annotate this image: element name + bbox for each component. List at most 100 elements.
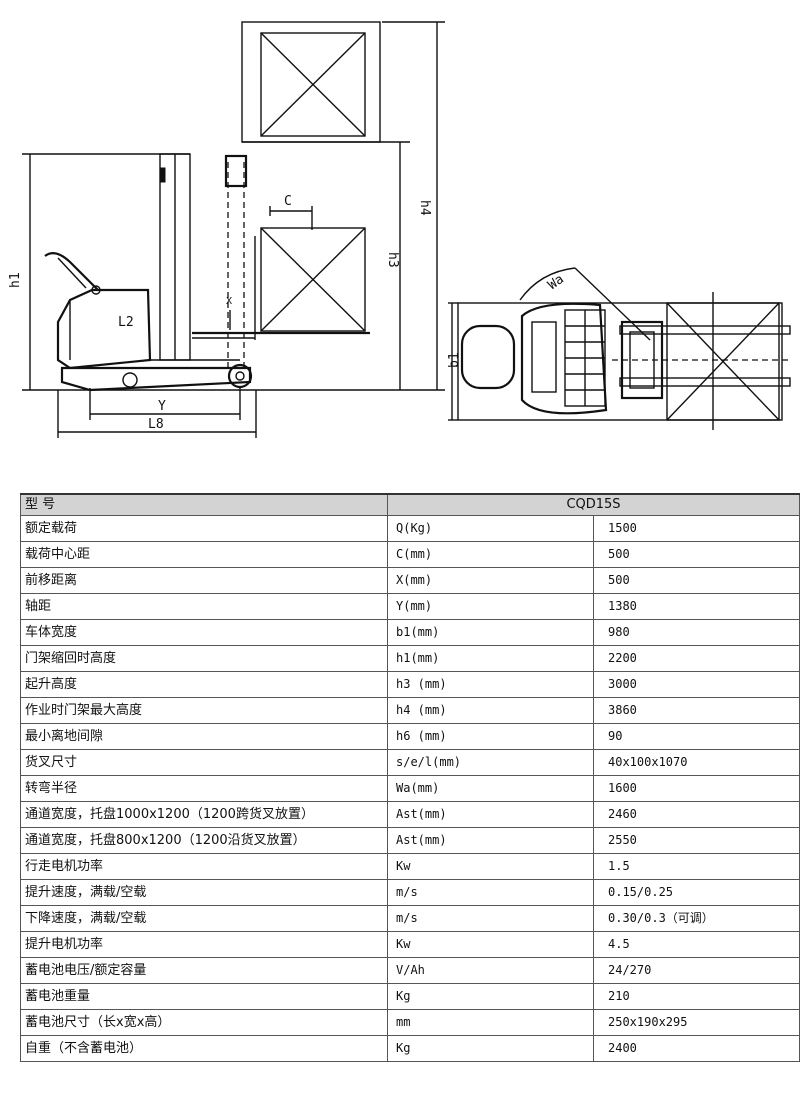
row-value: 2400 [593, 1035, 800, 1062]
row-unit: Kw [387, 931, 594, 958]
row-name: 提升速度，满载/空载 [20, 879, 388, 906]
row-name: 货叉尺寸 [20, 749, 388, 776]
row-value: 4.5 [593, 931, 800, 958]
row-unit: C(mm) [387, 541, 594, 568]
row-value: 3860 [593, 697, 800, 724]
row-name: 门架缩回时高度 [20, 645, 388, 672]
row-unit: Ast(mm) [387, 801, 594, 828]
label-c: C [284, 194, 292, 209]
top-view: b1 Wa [447, 267, 791, 430]
row-value: 1380 [593, 593, 800, 620]
row-name: 提升电机功率 [20, 931, 388, 958]
row-value: 3000 [593, 671, 800, 698]
row-unit: h4 (mm) [387, 697, 594, 724]
side-view: C h4 h3 h1 X L2 [8, 21, 445, 438]
row-value: 24/270 [593, 957, 800, 984]
row-value: 1600 [593, 775, 800, 802]
row-unit: Y(mm) [387, 593, 594, 620]
label-h4: h4 [417, 200, 432, 216]
row-unit: Wa(mm) [387, 775, 594, 802]
row-unit: h1(mm) [387, 645, 594, 672]
row-name: 轴距 [20, 593, 388, 620]
row-unit: h3 (mm) [387, 671, 594, 698]
row-value: 2200 [593, 645, 800, 672]
row-unit: h6 (mm) [387, 723, 594, 750]
row-name: 转弯半径 [20, 775, 388, 802]
row-name: 自重（不含蓄电池） [20, 1035, 388, 1062]
row-unit: Ast(mm) [387, 827, 594, 854]
row-unit: b1(mm) [387, 619, 594, 646]
row-value: 0.30/0.3（可调） [593, 905, 800, 932]
row-unit: m/s [387, 905, 594, 932]
row-name: 蓄电池尺寸（长x宽x高） [20, 1009, 388, 1036]
label-h3: h3 [385, 252, 400, 268]
row-value: 980 [593, 619, 800, 646]
row-value: 500 [593, 567, 800, 594]
label-b1: b1 [447, 352, 462, 368]
row-unit: Kg [387, 983, 594, 1010]
table-header-row: 型 号 CQD15S [20, 493, 800, 516]
row-value: 1500 [593, 515, 800, 542]
table-row: 通道宽度，托盘1000x1200（1200跨货叉放置）Ast(mm)2460 [20, 801, 800, 828]
row-name: 前移距离 [20, 567, 388, 594]
technical-drawing: C h4 h3 h1 X L2 [8, 21, 791, 438]
label-x: X [226, 296, 232, 307]
row-name: 起升高度 [20, 671, 388, 698]
label-wa: Wa [545, 272, 566, 293]
row-name: 最小离地间隙 [20, 723, 388, 750]
table-row: 通道宽度，托盘800x1200（1200沿货叉放置）Ast(mm)2550 [20, 827, 800, 854]
label-l8: L8 [148, 417, 164, 432]
row-name: 车体宽度 [20, 619, 388, 646]
header-model: CQD15S [387, 493, 800, 516]
label-l2: L2 [118, 315, 134, 330]
row-value: 1.5 [593, 853, 800, 880]
row-unit: V/Ah [387, 957, 594, 984]
row-unit: s/e/l(mm) [387, 749, 594, 776]
row-name: 作业时门架最大高度 [20, 697, 388, 724]
row-name: 行走电机功率 [20, 853, 388, 880]
row-value: 90 [593, 723, 800, 750]
row-unit: m/s [387, 879, 594, 906]
header-label: 型 号 [20, 493, 388, 516]
row-name: 蓄电池重量 [20, 983, 388, 1010]
row-value: 500 [593, 541, 800, 568]
row-unit: mm [387, 1009, 594, 1036]
row-value: 2460 [593, 801, 800, 828]
row-name: 蓄电池电压/额定容量 [20, 957, 388, 984]
row-value: 0.15/0.25 [593, 879, 800, 906]
row-name: 额定载荷 [20, 515, 388, 542]
row-name: 下降速度，满载/空载 [20, 905, 388, 932]
row-unit: X(mm) [387, 567, 594, 594]
row-unit: Q(Kg) [387, 515, 594, 542]
row-unit: Kw [387, 853, 594, 880]
row-name: 载荷中心距 [20, 541, 388, 568]
row-value: 2550 [593, 827, 800, 854]
label-y: Y [158, 399, 166, 414]
row-unit: Kg [387, 1035, 594, 1062]
row-value: 250x190x295 [593, 1009, 800, 1036]
label-h1: h1 [8, 272, 23, 288]
row-value: 210 [593, 983, 800, 1010]
row-name: 通道宽度，托盘800x1200（1200沿货叉放置） [20, 827, 388, 854]
row-value: 40x100x1070 [593, 749, 800, 776]
